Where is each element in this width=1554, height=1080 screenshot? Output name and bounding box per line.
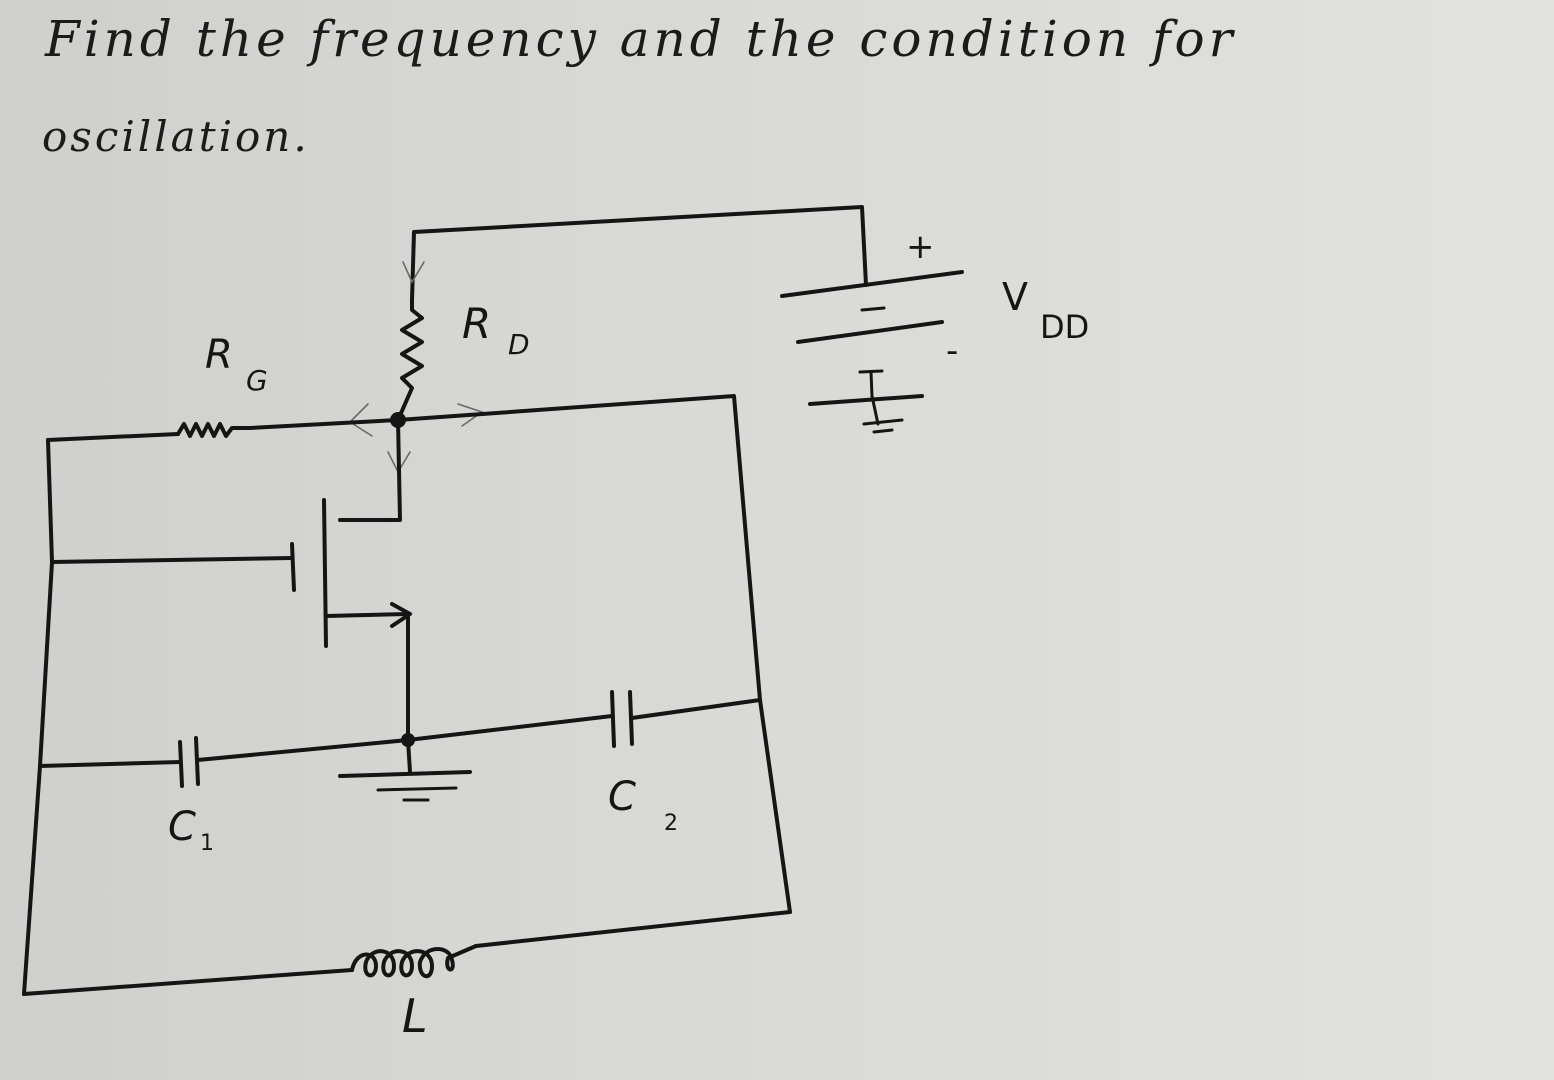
capacitor-c2: [610, 690, 634, 748]
wire-c1-right: [196, 738, 410, 762]
wire-rg-to-drain: [248, 418, 400, 430]
wire-c2-left: [406, 714, 614, 742]
battery-vdd: [780, 270, 964, 434]
vdd-minus-sign: -: [946, 331, 958, 371]
problem-statement-line1: Find the frequency and the condition for: [45, 10, 1237, 68]
c2-label-subscript: 2: [664, 811, 678, 836]
rg-label-subscript: G: [246, 364, 268, 397]
inductor-l: [350, 944, 478, 978]
vdd-plus-sign: +: [906, 227, 935, 267]
wire-bottom-right: [474, 910, 792, 948]
mosfet-transistor: [290, 498, 412, 648]
c1-label-subscript: 1: [200, 831, 214, 856]
vdd-label: V: [1002, 275, 1028, 319]
ground-symbol: [338, 738, 472, 802]
current-arrows: [348, 261, 484, 474]
wire-drain-right: [396, 394, 792, 914]
wire-bottom-left: [22, 968, 354, 996]
vdd-label-subscript: DD: [1040, 308, 1089, 346]
resistor-rg: [176, 422, 252, 438]
rg-label: R: [205, 332, 233, 378]
c2-label: C: [608, 774, 636, 820]
wire-c1-left: [38, 760, 182, 768]
wire-left-rg: [46, 432, 180, 442]
capacitor-c1: [178, 736, 200, 788]
inductor-label: L: [402, 989, 428, 1043]
wire-gate: [50, 556, 294, 564]
supply-wire: [410, 205, 868, 302]
rd-label: R: [462, 299, 491, 348]
wire-c2-right: [630, 698, 762, 720]
c1-label: C: [168, 804, 196, 850]
problem-statement-line2: oscillation.: [42, 112, 310, 161]
rd-label-subscript: D: [508, 328, 530, 361]
resistor-rd: [396, 298, 424, 422]
wire-left-bus: [22, 438, 54, 996]
wire-drain-to-fet: [338, 418, 402, 522]
